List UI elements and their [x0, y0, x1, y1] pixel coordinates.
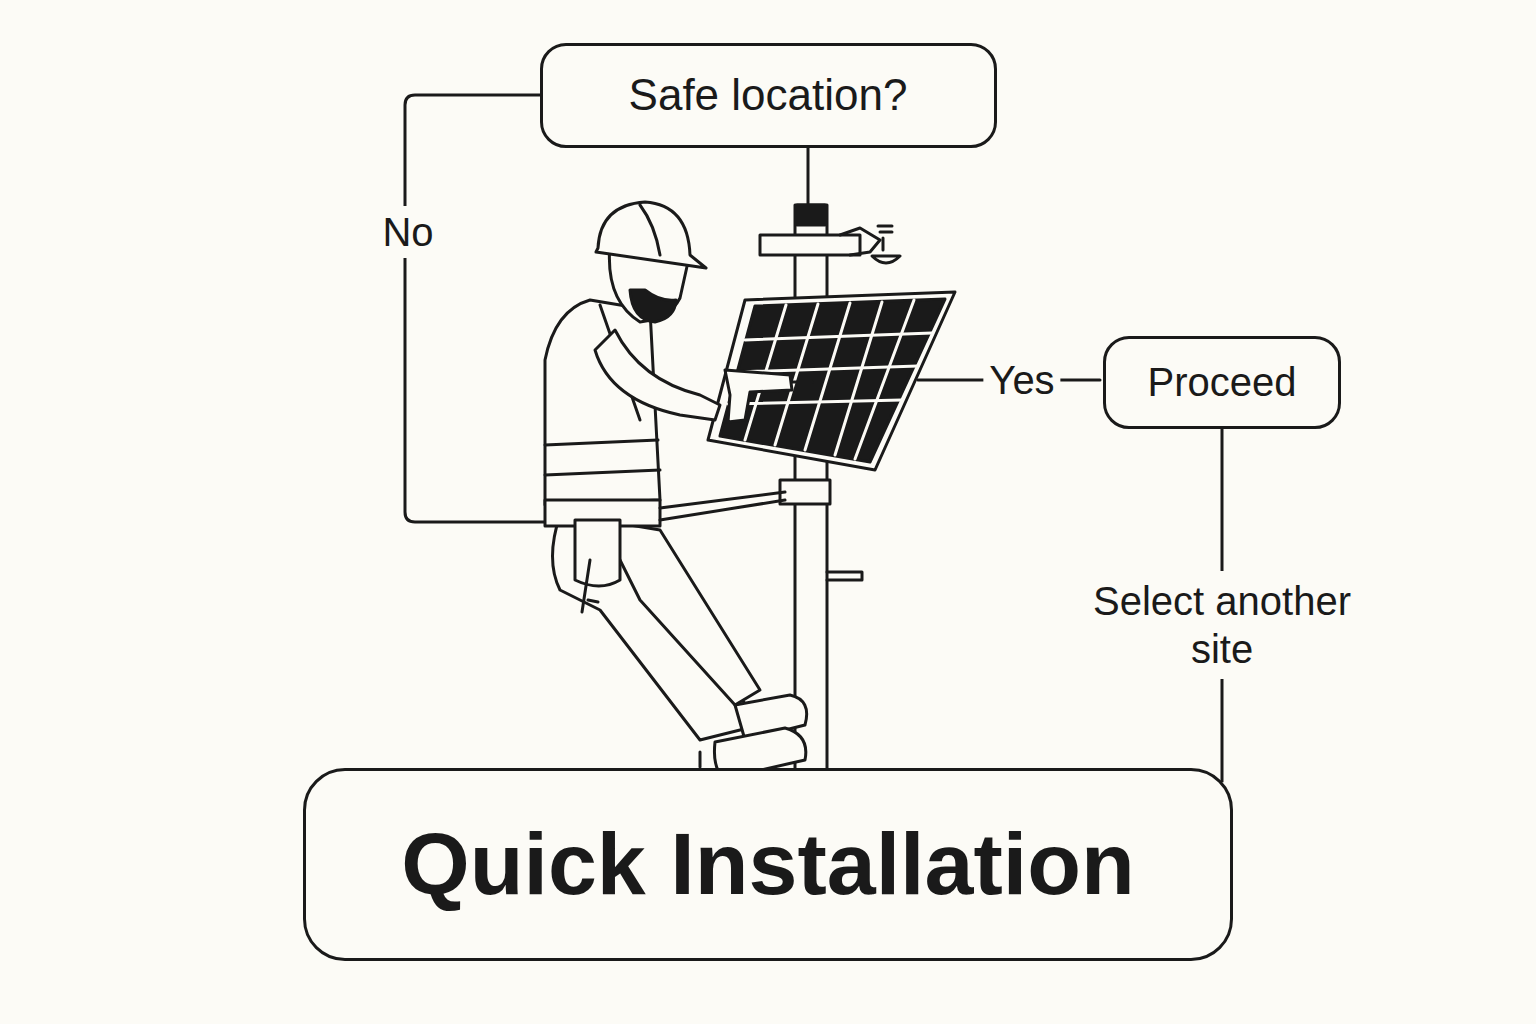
beard: [630, 290, 676, 322]
decision-stem: [807, 147, 810, 205]
insulator: [872, 226, 900, 263]
title-box: Quick Installation: [303, 768, 1233, 961]
tool-pouch: [575, 520, 620, 586]
edge-label: Select another site: [1078, 571, 1366, 679]
bracket: [840, 228, 880, 255]
worker-rear-leg: [600, 520, 760, 705]
solar-panel-frame: [708, 292, 955, 470]
crossarm: [760, 235, 860, 255]
vest-stripes: [545, 440, 660, 475]
lanyard: [660, 492, 785, 520]
drill-bit: [792, 381, 812, 384]
solar-panel-cells: [720, 299, 945, 462]
hammer: [582, 560, 598, 612]
hard-hat: [596, 202, 706, 268]
base-stem: [699, 752, 702, 767]
no-branch-line: [405, 95, 548, 522]
decision-box: Safe location?: [540, 43, 997, 148]
node-text: Proceed: [1148, 360, 1297, 405]
worker-legs: [553, 515, 761, 740]
node-text: Safe location?: [629, 70, 908, 120]
pole-step: [827, 572, 862, 580]
drill: [725, 370, 792, 422]
hat-ridge: [640, 205, 660, 255]
pole-clamp: [780, 480, 830, 504]
process-box: Proceed: [1103, 336, 1341, 429]
worker-arm: [595, 330, 720, 420]
branch-label: No: [376, 206, 439, 258]
branch-label: Yes: [983, 354, 1060, 406]
node-text: Quick Installation: [401, 813, 1134, 915]
pole-cap: [797, 205, 825, 225]
